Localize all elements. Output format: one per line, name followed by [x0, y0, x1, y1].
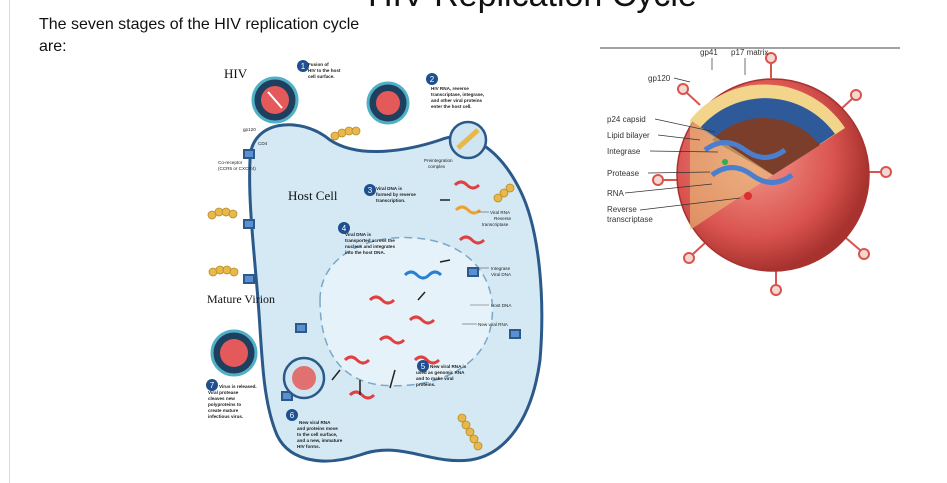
virion-label-lipid-bilayer: Lipid bilayer — [607, 131, 650, 140]
virion-label-p24-capsid: p24 capsid — [607, 115, 646, 124]
step-4-caption: Viral DNA is transported across the nucl… — [345, 232, 396, 255]
transcriptase-label: transcriptase — [482, 222, 509, 227]
reverse-label: Reverse — [494, 216, 512, 221]
step-badge-6: 6 — [286, 409, 298, 421]
hiv-virion-fusing — [366, 81, 410, 125]
svg-text:3: 3 — [368, 186, 373, 195]
virion-label-gp120: gp120 — [648, 74, 671, 83]
hiv-virion-entering — [448, 120, 488, 160]
step-badge-2: 2 — [426, 73, 438, 85]
nucleus — [319, 236, 494, 387]
virion-label-gp41: gp41 — [700, 48, 718, 57]
new-viral-rna-label: New viral RNA — [478, 322, 509, 327]
step-badge-3: 3 — [364, 184, 376, 196]
step-3-caption: Viral DNA is formed by reverse transcrip… — [376, 186, 417, 203]
bead-chains — [207, 126, 515, 451]
coreceptor-label-2: (CCR5 or CXCR4) — [218, 166, 256, 171]
preintegration-label-2: complex — [428, 164, 446, 169]
svg-text:5: 5 — [421, 362, 426, 371]
svg-text:4: 4 — [342, 224, 347, 233]
viral-rna-label: Viral RNA — [490, 210, 511, 215]
virion-label-p17-matrix: p17 matrix — [731, 48, 768, 57]
budding-virion — [282, 356, 326, 400]
membrane-receptors — [243, 149, 521, 401]
cd4-label: CD4 — [258, 141, 268, 146]
svg-text:1: 1 — [301, 62, 306, 71]
mature-virion — [210, 329, 258, 377]
host-cell-label: Host Cell — [288, 188, 338, 203]
intro-text: The seven stages of the HIV replication … — [39, 16, 360, 55]
step-1-caption: Fusion of HIV to the host cell surface. — [308, 62, 342, 79]
preintegration-label-1: Preintegration — [424, 158, 453, 163]
hiv-label: HIV — [224, 66, 248, 81]
step-2-caption: HIV RNA, reverse transcriptase, integras… — [431, 86, 485, 109]
page-edge — [9, 0, 10, 483]
step-badge-1: 1 — [297, 60, 309, 72]
integrase-label: Integrase — [491, 266, 511, 271]
step-5-caption: New viral RNA is used as genomic RNA and… — [416, 364, 468, 387]
flow-arrows — [331, 199, 451, 395]
step-6-caption: New viral RNA and proteins move to the c… — [297, 420, 344, 449]
virion-label-integrase: Integrase — [607, 147, 641, 156]
step-badge-7: 7 — [206, 379, 218, 391]
gp120-label: gp120 — [243, 127, 256, 132]
host-dna-label: Host DNA — [491, 303, 512, 308]
svg-text:6: 6 — [290, 411, 295, 420]
step-7-caption: Virus is released. Viral protease cleave… — [208, 384, 258, 419]
coreceptor-label-1: Co-receptor — [218, 160, 243, 165]
virion-label-transcriptase: transcriptase — [607, 215, 653, 224]
viral-dna-label: Viral DNA — [491, 272, 512, 277]
virion-illustration — [652, 52, 892, 296]
virion-label-reverse: Reverse — [607, 205, 637, 214]
svg-text:2: 2 — [430, 75, 435, 84]
hiv-virion-top — [251, 76, 299, 124]
svg-text:7: 7 — [210, 381, 215, 390]
rna-squiggles — [343, 180, 486, 400]
virion-label-protease: Protease — [607, 169, 640, 178]
virion-label-rna: RNA — [607, 189, 625, 198]
step-badge-5: 5 — [417, 360, 429, 372]
step-badge-4: 4 — [338, 222, 350, 234]
slide-title: HIV Replication Cycle — [368, 0, 697, 15]
mature-label: Mature Virion — [207, 292, 275, 306]
